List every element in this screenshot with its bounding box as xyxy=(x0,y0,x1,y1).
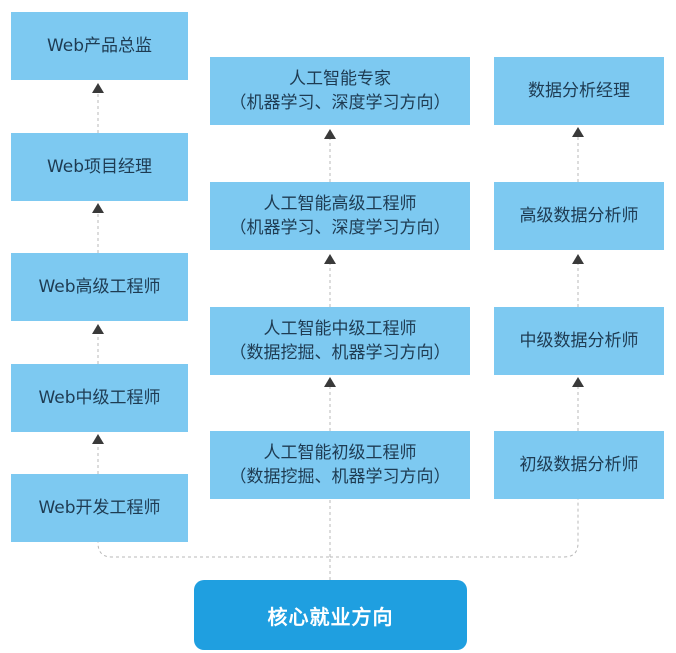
arrow-head xyxy=(324,254,336,264)
arrow-head xyxy=(92,434,104,444)
node-label: Web项目经理 xyxy=(46,157,153,177)
connector-web xyxy=(97,542,331,580)
node-subtitle: （数据挖掘、机器学习方向） xyxy=(229,343,451,363)
data-analyst-junior-node: 初级数据分析师 xyxy=(494,431,664,499)
arrow-head xyxy=(572,127,584,137)
web-product-director-node: Web产品总监 xyxy=(11,12,188,80)
arrow-head xyxy=(92,324,104,334)
node-subtitle: （机器学习、深度学习方向） xyxy=(229,218,451,238)
ai-intermediate-node: 人工智能中级工程师 （数据挖掘、机器学习方向） xyxy=(210,307,470,375)
arrow-head xyxy=(572,377,584,387)
web-senior-node: Web高级工程师 xyxy=(11,253,188,321)
arrow-head xyxy=(572,254,584,264)
ai-expert-node: 人工智能专家 （机器学习、深度学习方向） xyxy=(210,57,470,125)
node-label: 中级数据分析师 xyxy=(519,331,639,351)
web-intermediate-node: Web中级工程师 xyxy=(11,364,188,432)
web-project-manager-node: Web项目经理 xyxy=(11,133,188,201)
node-title: 人工智能初级工程师 xyxy=(263,443,417,463)
node-label: Web开发工程师 xyxy=(38,498,161,518)
node-label: 初级数据分析师 xyxy=(519,455,639,475)
data-analyst-intermediate-node: 中级数据分析师 xyxy=(494,307,664,375)
arrow-head xyxy=(324,129,336,139)
arrow-head xyxy=(92,83,104,93)
ai-junior-node: 人工智能初级工程师 （数据挖掘、机器学习方向） xyxy=(210,431,470,499)
data-analysis-manager-node: 数据分析经理 xyxy=(494,57,664,125)
node-label: Web中级工程师 xyxy=(38,388,161,408)
node-subtitle: （数据挖掘、机器学习方向） xyxy=(229,467,451,487)
node-label: Web高级工程师 xyxy=(38,277,161,297)
data-analyst-senior-node: 高级数据分析师 xyxy=(494,182,664,250)
node-title: 人工智能专家 xyxy=(289,69,391,89)
ai-senior-node: 人工智能高级工程师 （机器学习、深度学习方向） xyxy=(210,182,470,250)
web-developer-node: Web开发工程师 xyxy=(11,474,188,542)
node-subtitle: （机器学习、深度学习方向） xyxy=(229,93,451,113)
node-label: 高级数据分析师 xyxy=(519,206,639,226)
arrow-head xyxy=(324,377,336,387)
core-label: 核心就业方向 xyxy=(267,604,394,629)
node-title: 人工智能中级工程师 xyxy=(263,319,417,339)
node-label: Web产品总监 xyxy=(46,36,153,56)
node-label: 数据分析经理 xyxy=(528,81,630,101)
node-title: 人工智能高级工程师 xyxy=(263,194,417,214)
arrow-head xyxy=(92,203,104,213)
connector-data xyxy=(330,499,579,558)
core-career-direction-node: 核心就业方向 xyxy=(194,580,467,650)
